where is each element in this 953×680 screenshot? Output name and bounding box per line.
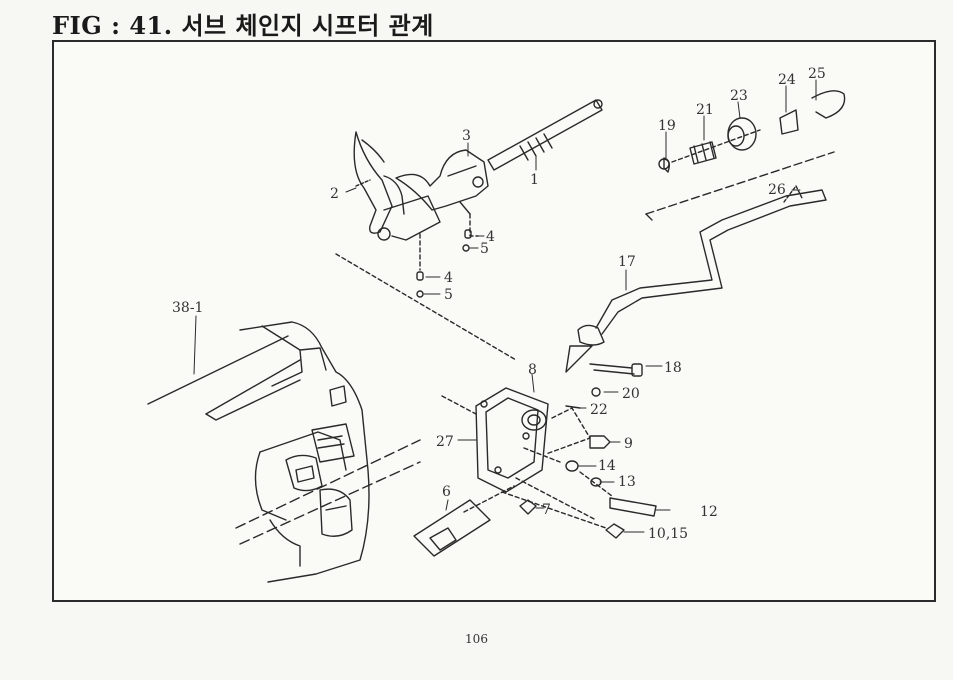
transmission-housing — [147, 321, 421, 583]
callout-3: 3 — [462, 128, 471, 144]
callout-24: 24 — [778, 72, 796, 88]
callout-12: 12 — [700, 504, 718, 520]
shift-cover-27 — [441, 387, 591, 493]
knob-assembly — [645, 90, 846, 221]
page-number: 106 — [465, 632, 488, 646]
callout-7: 7 — [542, 502, 551, 518]
callout-14: 14 — [598, 458, 616, 474]
callout-4a: 4 — [486, 229, 495, 245]
callout-labels: 1 2 3 4 5 4 5 6 7 8 9 10,15 12 13 14 17 … — [172, 66, 826, 542]
callout-38-1: 38-1 — [172, 300, 203, 316]
callout-5a: 5 — [480, 241, 489, 257]
detent-parts — [335, 213, 517, 361]
callout-5b: 5 — [444, 287, 453, 303]
shift-fork-2 — [353, 131, 441, 241]
callout-20: 20 — [622, 386, 640, 402]
callout-6: 6 — [442, 484, 451, 500]
callout-13: 13 — [618, 474, 636, 490]
callout-26: 26 — [768, 182, 786, 198]
shift-fork-3 — [395, 149, 489, 215]
callout-27: 27 — [436, 434, 454, 450]
diagram-frame — [52, 40, 936, 602]
callout-22: 22 — [590, 402, 608, 418]
callout-8: 8 — [528, 362, 537, 378]
callout-2: 2 — [330, 186, 339, 202]
bolts-and-washers — [501, 363, 657, 539]
detent-springs — [416, 229, 472, 298]
shift-rod — [487, 99, 603, 171]
shift-lever-17 — [565, 189, 827, 373]
callout-25: 25 — [808, 66, 826, 82]
callout-10-15: 10,15 — [648, 526, 688, 542]
callout-9: 9 — [624, 436, 633, 452]
callout-19: 19 — [658, 118, 676, 134]
callout-23: 23 — [730, 88, 748, 104]
callout-21: 21 — [696, 102, 714, 118]
callout-leaders — [193, 79, 817, 533]
callout-17: 17 — [618, 254, 636, 270]
callout-4b: 4 — [444, 270, 453, 286]
callout-18: 18 — [664, 360, 682, 376]
gasket-6 — [413, 485, 515, 557]
figure-title: FIG : 41. 서브 체인지 시프터 관계 — [52, 11, 434, 40]
callout-1: 1 — [530, 172, 539, 188]
